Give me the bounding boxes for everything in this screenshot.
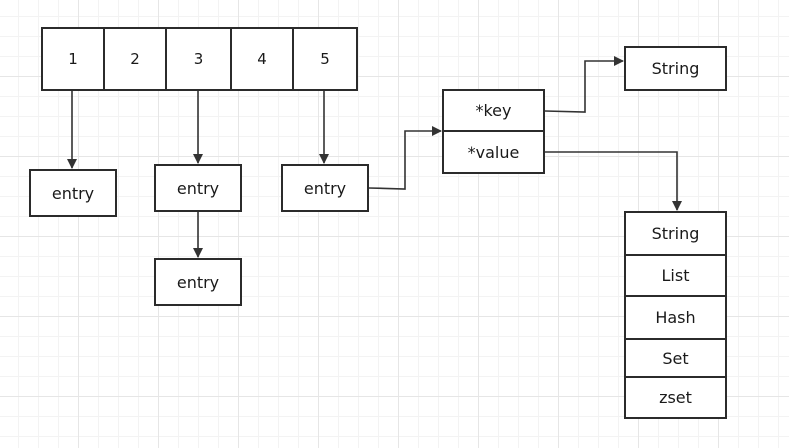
bucket-3: 3 xyxy=(165,27,232,91)
bucket-4: 4 xyxy=(230,27,294,91)
entry-node-bucket1: entry xyxy=(29,169,117,217)
dict-entry-key: *key xyxy=(442,89,545,132)
value-type-zset: zset xyxy=(624,376,727,419)
value-type-string: String xyxy=(624,211,727,256)
bucket-1: 1 xyxy=(41,27,105,91)
value-type-hash: Hash xyxy=(624,295,727,340)
bucket-5: 5 xyxy=(292,27,358,91)
key-type-string: String xyxy=(624,46,727,91)
entry-node-bucket3-second: entry xyxy=(154,258,242,306)
arrow-value-to-types xyxy=(545,151,682,211)
value-type-set: Set xyxy=(624,338,727,378)
value-type-list: List xyxy=(624,254,727,297)
bucket-2: 2 xyxy=(103,27,167,91)
dict-entry-value: *value xyxy=(442,130,545,174)
entry-node-bucket5: entry xyxy=(281,164,369,212)
arrow-key-to-string xyxy=(544,56,624,113)
entry-node-bucket3-first: entry xyxy=(154,164,242,212)
arrow-entry-to-dictentry xyxy=(368,126,442,190)
